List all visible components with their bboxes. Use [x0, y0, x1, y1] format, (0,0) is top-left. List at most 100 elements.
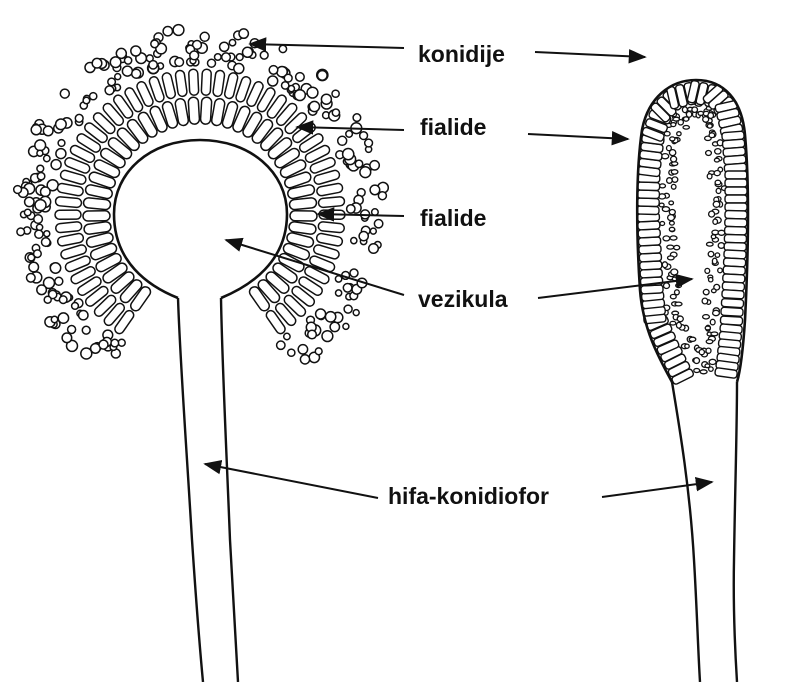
- right-conidium: [670, 236, 677, 240]
- left-conidium: [243, 47, 253, 57]
- left-conidium: [239, 29, 248, 38]
- right-conidium: [709, 359, 716, 364]
- left-conidium: [190, 51, 199, 60]
- left-conidium: [56, 149, 66, 159]
- left-conidium: [35, 230, 43, 238]
- left-conidium: [92, 58, 102, 68]
- left-phialide-outer: [316, 183, 343, 197]
- right-conidium: [662, 207, 669, 212]
- left-phialide-outer: [318, 196, 345, 207]
- right-conidium: [668, 256, 675, 260]
- left-conidium: [79, 311, 88, 320]
- right-phialide: [725, 171, 747, 179]
- left-conidium: [72, 303, 79, 310]
- right-conidium: [664, 283, 670, 289]
- left-conidium: [369, 244, 379, 254]
- right-conidium: [694, 358, 700, 364]
- left-conidium: [14, 186, 22, 194]
- left-conidium: [37, 150, 43, 156]
- right-conidium: [677, 316, 683, 322]
- right-conidium: [710, 319, 715, 325]
- right-conidium: [711, 235, 715, 239]
- left-phialide-outer: [175, 70, 188, 97]
- left-conidium: [298, 345, 307, 354]
- right-conidium: [700, 370, 707, 374]
- left-conidium: [370, 185, 380, 195]
- right-conidium: [698, 111, 703, 115]
- left-phialide-outer: [201, 69, 211, 95]
- right-conidium: [670, 294, 676, 298]
- right-conidium: [713, 219, 718, 224]
- label-hypha-conidiophore: hifa-konidiofor: [388, 483, 549, 509]
- left-phialide-outer: [57, 183, 84, 197]
- right-phialide: [725, 195, 747, 203]
- left-phialide-inner: [289, 197, 317, 210]
- left-conidium: [83, 97, 90, 104]
- right-conidium: [673, 117, 680, 121]
- right-conidium: [709, 133, 715, 138]
- left-conidium: [332, 109, 339, 116]
- left-conidium: [307, 87, 318, 98]
- right-conidium: [671, 184, 676, 189]
- arrow-conidia-left: [250, 44, 404, 48]
- left-conidium: [355, 160, 362, 167]
- right-phialide: [725, 218, 747, 227]
- left-conidium: [175, 58, 184, 67]
- right-conidium: [685, 344, 689, 348]
- left-conidium: [288, 86, 294, 92]
- left-conidium: [284, 74, 292, 82]
- right-conidium: [707, 174, 712, 179]
- right-conidium: [694, 369, 700, 373]
- left-conidium: [82, 326, 90, 334]
- left-conidium: [55, 277, 63, 285]
- left-conidium: [99, 340, 108, 349]
- left-conidium: [149, 61, 157, 69]
- left-conidium: [51, 160, 61, 170]
- right-conidium: [668, 215, 675, 221]
- left-conidium: [58, 313, 68, 323]
- right-conidium: [686, 112, 691, 118]
- left-conidium: [37, 285, 47, 295]
- left-conidium: [260, 51, 268, 59]
- left-conidium: [44, 231, 50, 237]
- right-hypha-right-wall: [734, 382, 737, 682]
- left-conidium: [378, 192, 386, 200]
- right-conidium: [709, 278, 713, 282]
- left-conidium: [68, 326, 76, 334]
- arrow-hypha-right: [602, 482, 712, 497]
- left-conidium: [288, 349, 295, 356]
- right-conidium: [702, 298, 708, 304]
- left-conidium: [350, 269, 358, 277]
- right-conidium: [670, 321, 676, 325]
- right-conidium: [713, 201, 720, 207]
- left-conidium: [35, 200, 46, 211]
- left-conidium: [60, 89, 69, 98]
- right-conidium: [692, 107, 698, 112]
- left-conidium: [330, 322, 339, 331]
- left-conidium: [338, 136, 347, 145]
- left-conidium: [41, 187, 51, 197]
- right-conidium: [663, 236, 670, 241]
- left-conidium: [300, 355, 309, 364]
- right-conidium: [667, 245, 674, 249]
- left-conidium: [81, 348, 92, 359]
- right-conidium: [709, 367, 714, 371]
- right-conidium: [714, 158, 719, 162]
- left-conidium: [208, 59, 216, 67]
- left-conidium: [234, 64, 244, 74]
- right-conidium: [672, 177, 678, 182]
- left-conidium: [347, 205, 355, 213]
- left-conidium: [27, 274, 36, 283]
- right-conidium: [708, 251, 714, 256]
- left-phialide-inner: [188, 97, 200, 125]
- left-conidium: [343, 149, 354, 160]
- right-conidium: [660, 184, 666, 188]
- right-phialide: [721, 298, 743, 307]
- label-phialides-inner: fialide: [420, 205, 486, 231]
- left-conidium: [31, 125, 41, 135]
- left-conidium: [215, 54, 222, 61]
- right-conidium: [707, 124, 712, 128]
- left-conidium: [309, 101, 319, 111]
